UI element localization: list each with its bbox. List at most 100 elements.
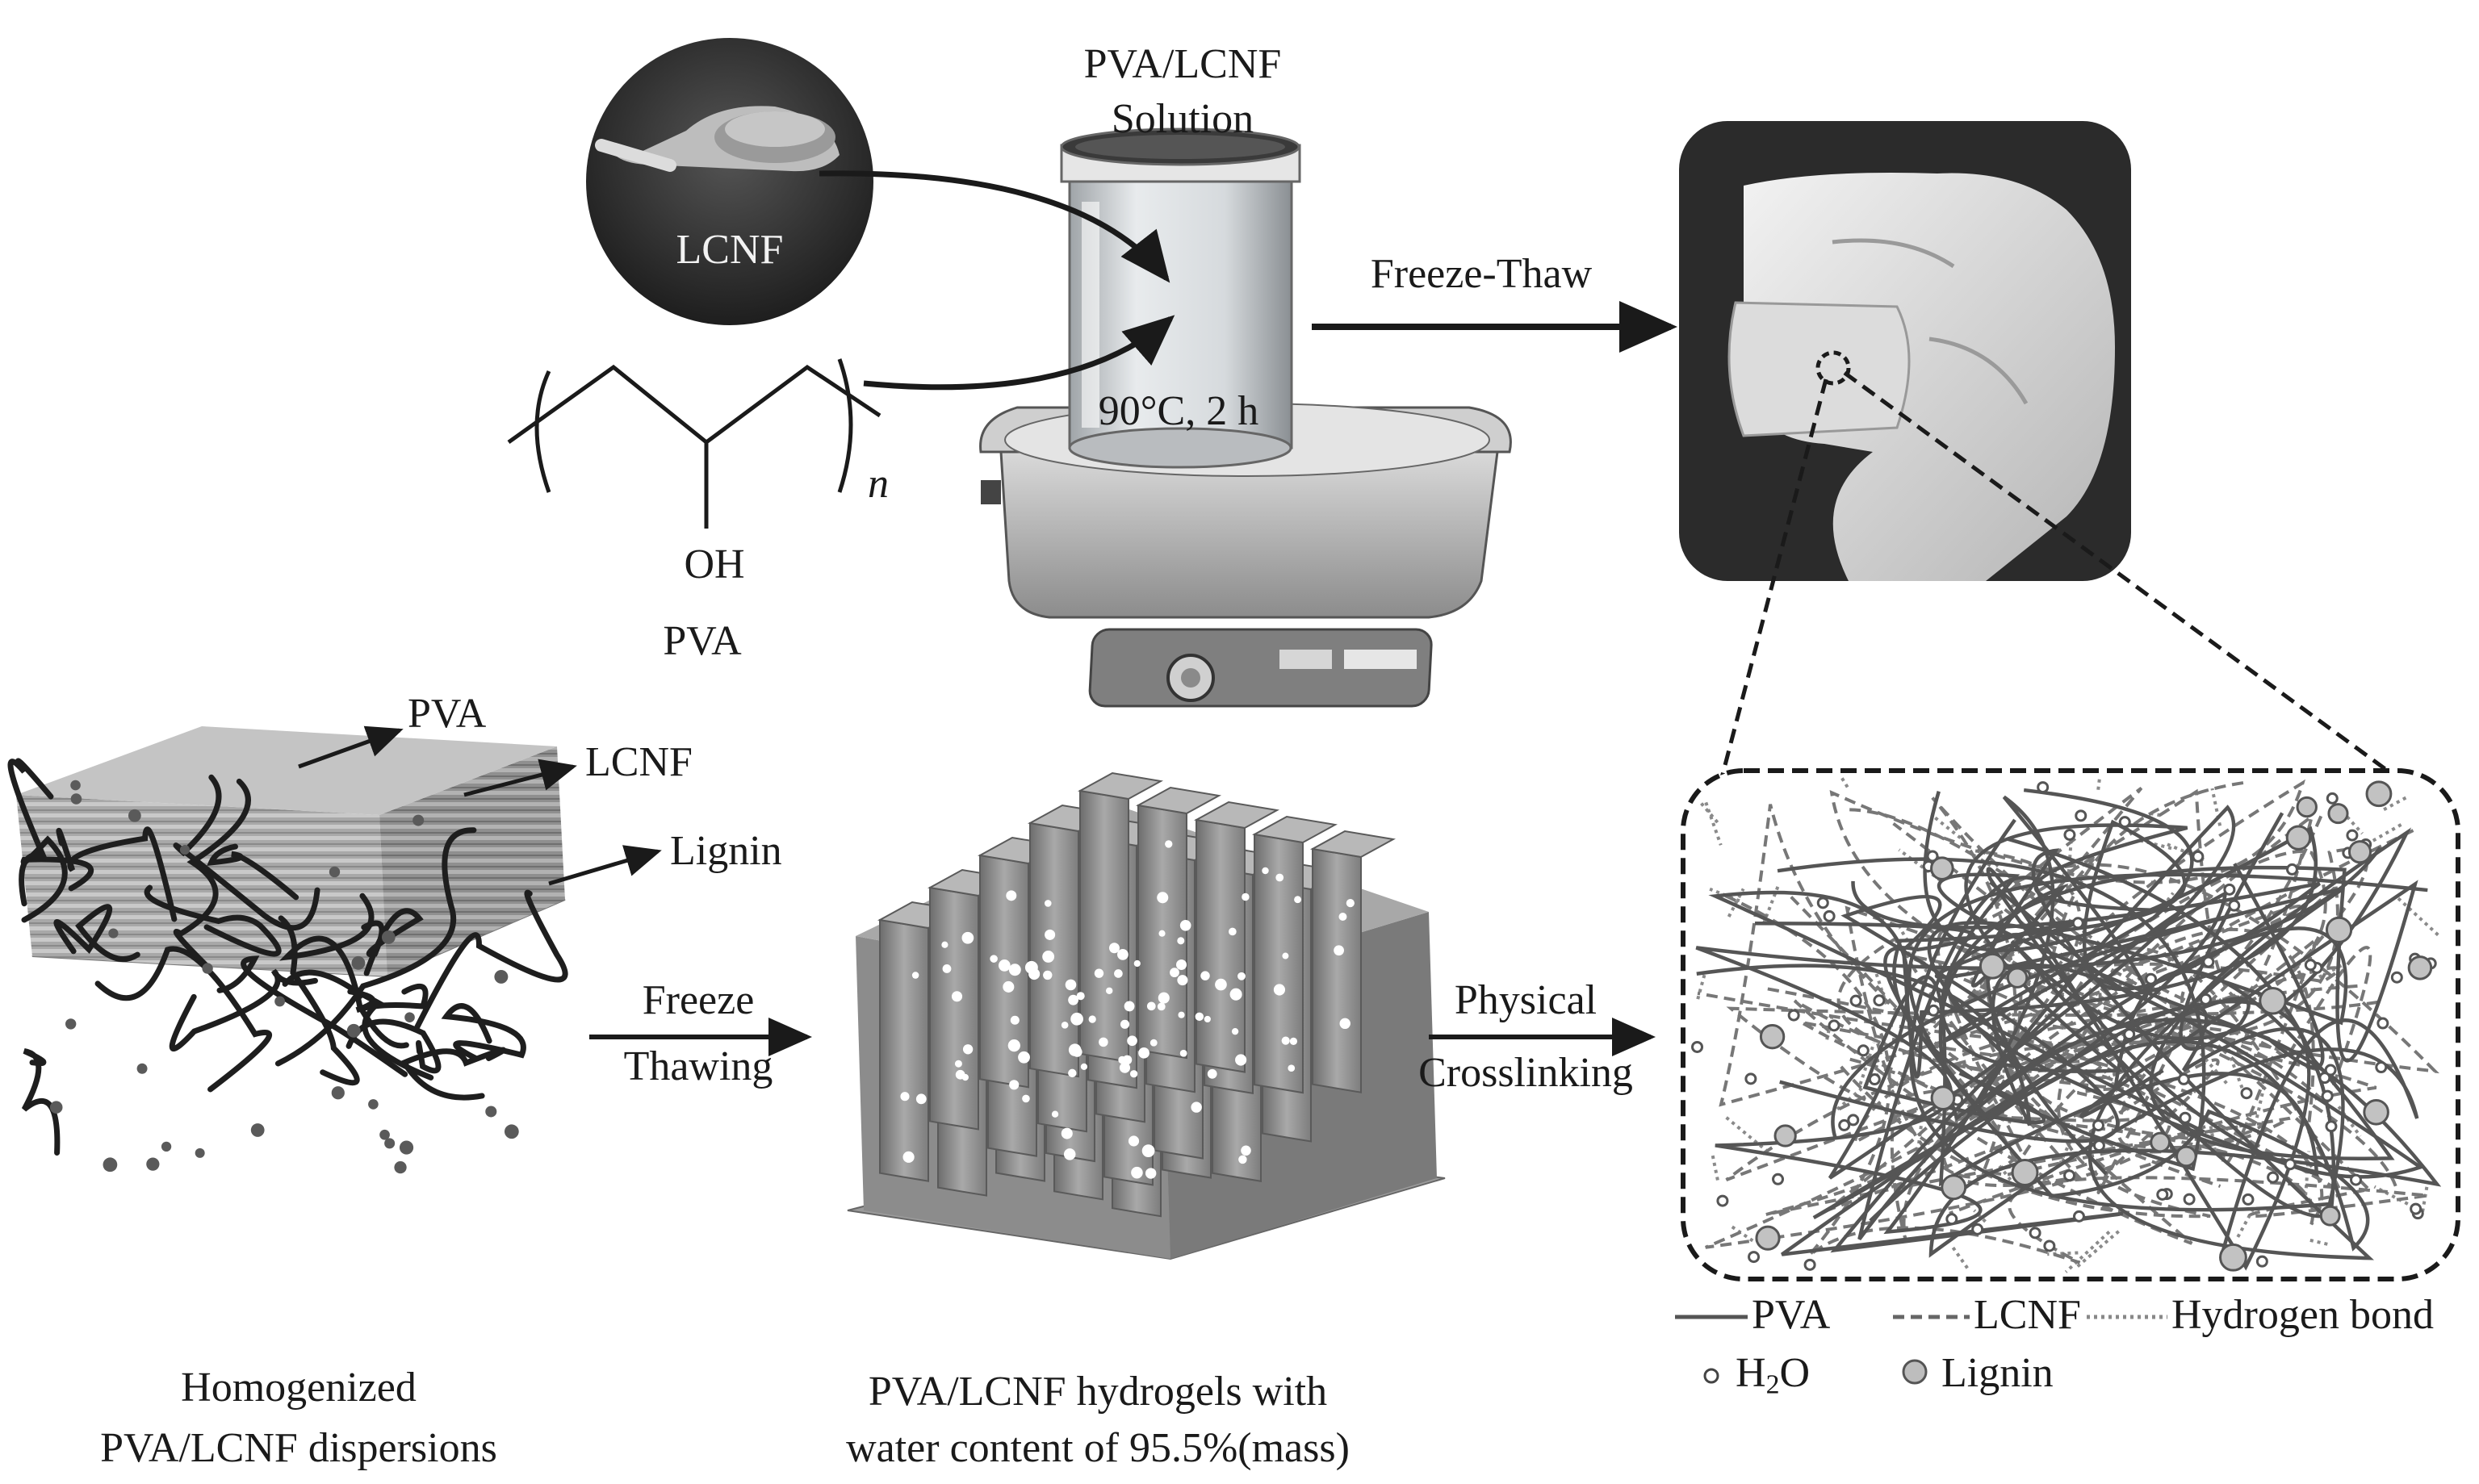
- hydrogel-pore: [1165, 840, 1173, 848]
- water-molecule: [1945, 1213, 1958, 1226]
- water-molecule: [2242, 1193, 2255, 1206]
- hydrogel-pores: [900, 840, 1355, 1179]
- hydrogel-pore: [1080, 1063, 1088, 1071]
- hydrogel-column: [879, 918, 929, 1182]
- hydrogel-pore: [1044, 900, 1052, 907]
- dispersion-fiber: [278, 915, 360, 1086]
- dispersion-fiber: [207, 843, 299, 901]
- hydrogel-pore: [941, 941, 948, 948]
- zoom-line-left: [1717, 378, 1828, 788]
- freeze-thaw-label: Freeze-Thaw: [1370, 251, 1593, 297]
- hydrogen-bond: [1973, 1209, 1987, 1223]
- water-molecule: [2349, 1173, 2362, 1186]
- dispersion-lignin-dot: [394, 1160, 407, 1174]
- hydrogel-pore: [1024, 960, 1038, 974]
- dispersion-lignin-dot: [504, 1124, 519, 1139]
- hydrogel-pore: [1094, 968, 1104, 978]
- water-molecule: [2063, 1169, 2076, 1182]
- hydrogel-pore: [999, 959, 1011, 972]
- hydrogel-pore: [1334, 945, 1344, 956]
- hydrogel-pore: [1346, 899, 1355, 908]
- physical-line2: Crosslinking: [1418, 1050, 1633, 1096]
- water-molecule: [1838, 1118, 1851, 1131]
- freeze-thawing-line1: Freeze: [642, 977, 755, 1023]
- water-molecule: [2375, 1061, 2388, 1074]
- hydrogen-bond: [2229, 1056, 2246, 1093]
- hydrogel-pore: [900, 1092, 910, 1102]
- hydrogel-pore: [1009, 1080, 1020, 1090]
- hydrogel-pore: [951, 991, 963, 1002]
- water-molecule: [2325, 1120, 2338, 1133]
- legend-lcnf-label: LCNF: [1974, 1292, 2081, 1338]
- lignin-particle: [1755, 1225, 1781, 1251]
- water-molecule: [1828, 1019, 1840, 1032]
- hydrogel-pore: [1229, 988, 1242, 1001]
- dispersion-lignin-dot: [346, 1023, 361, 1038]
- freeze-thawing-line2: Thawing: [623, 1043, 773, 1089]
- callout-arrow-lcnf: [463, 759, 577, 797]
- water-molecule: [1873, 994, 1886, 1007]
- lignin-particle: [1773, 1124, 1797, 1147]
- dispersion-lignin-dot: [202, 963, 213, 974]
- water-molecule: [2179, 1111, 2192, 1124]
- hydrogel-pore: [1127, 1035, 1137, 1047]
- legend-h2o-sub: 2: [1765, 1369, 1780, 1400]
- water-molecule: [2346, 829, 2359, 842]
- water-molecule: [1971, 1223, 1984, 1235]
- callout-lignin-label: Lignin: [670, 828, 782, 874]
- hydrogel-pore: [915, 1093, 927, 1105]
- water-molecule: [2118, 816, 2131, 829]
- hydrogel-pore: [1051, 1110, 1059, 1118]
- water-molecule: [2255, 1255, 2268, 1268]
- hydrogel-pore: [1076, 992, 1085, 1001]
- dispersion-lignin-dot: [494, 969, 509, 984]
- water-molecule: [1823, 909, 1836, 922]
- pva-chain: [1857, 876, 2442, 1258]
- hydrogel-pore: [1042, 951, 1055, 963]
- hydrogel-pore: [1275, 873, 1284, 882]
- legend-lignin-label: Lignin: [1941, 1350, 2054, 1396]
- network-water-molecules: [1691, 781, 2437, 1271]
- dispersion-fiber: [53, 904, 140, 963]
- hydrogel-column-top: [1251, 815, 1338, 844]
- hydrogen-bond: [1695, 974, 1706, 1002]
- dispersion-lignin-dots: [49, 780, 519, 1174]
- hydrogen-bond: [2210, 788, 2222, 826]
- hydrogel-pore: [1149, 1039, 1158, 1047]
- water-molecule: [1847, 1114, 1860, 1127]
- hydrogel-pore: [1339, 1018, 1350, 1030]
- water-molecule: [2072, 1210, 2085, 1223]
- hydrogel-pore: [1065, 979, 1077, 991]
- callout-pva-label: PVA: [408, 691, 487, 737]
- water-molecule: [2376, 1017, 2389, 1030]
- lignin-particle: [2006, 967, 2029, 989]
- lignin-particle: [2219, 1243, 2247, 1272]
- pva-oh-label: OH: [684, 541, 745, 587]
- dispersion-lignin-dot: [379, 1129, 390, 1140]
- hydrogel-column-top: [1077, 771, 1164, 801]
- hydrogel-pore: [1282, 952, 1289, 959]
- dispersion-fiber: [347, 983, 429, 1014]
- dispersion-lignin-dot: [136, 1063, 148, 1074]
- hydrogel-pore: [1241, 1145, 1251, 1156]
- water-molecule: [2284, 1158, 2297, 1171]
- hydrogel-pore: [1207, 1068, 1217, 1079]
- lignin-particle: [2175, 1145, 2197, 1168]
- dispersion-lignin-dot: [49, 1101, 63, 1114]
- hydrogel-pore: [1294, 896, 1302, 904]
- hydrogen-bond: [2337, 1106, 2362, 1138]
- water-molecule: [2192, 850, 2205, 863]
- water-molecule: [2156, 1188, 2169, 1201]
- hydrogel-pore: [1018, 1051, 1030, 1064]
- lignin-particle: [2296, 796, 2318, 818]
- lignin-particle: [2363, 1098, 2389, 1126]
- hydrogel-pore: [1099, 1037, 1108, 1047]
- legend-marks: [1675, 1315, 2167, 1385]
- water-molecule: [2177, 1072, 2190, 1085]
- water-molecule: [2228, 899, 2241, 912]
- condition-label: 90°C, 2 h: [1098, 388, 1259, 434]
- hydrogel-column-top: [1135, 786, 1222, 815]
- hydrogel-pore: [1119, 1062, 1131, 1073]
- dispersion-lignin-dot: [70, 793, 82, 805]
- water-molecule: [1857, 1044, 1870, 1057]
